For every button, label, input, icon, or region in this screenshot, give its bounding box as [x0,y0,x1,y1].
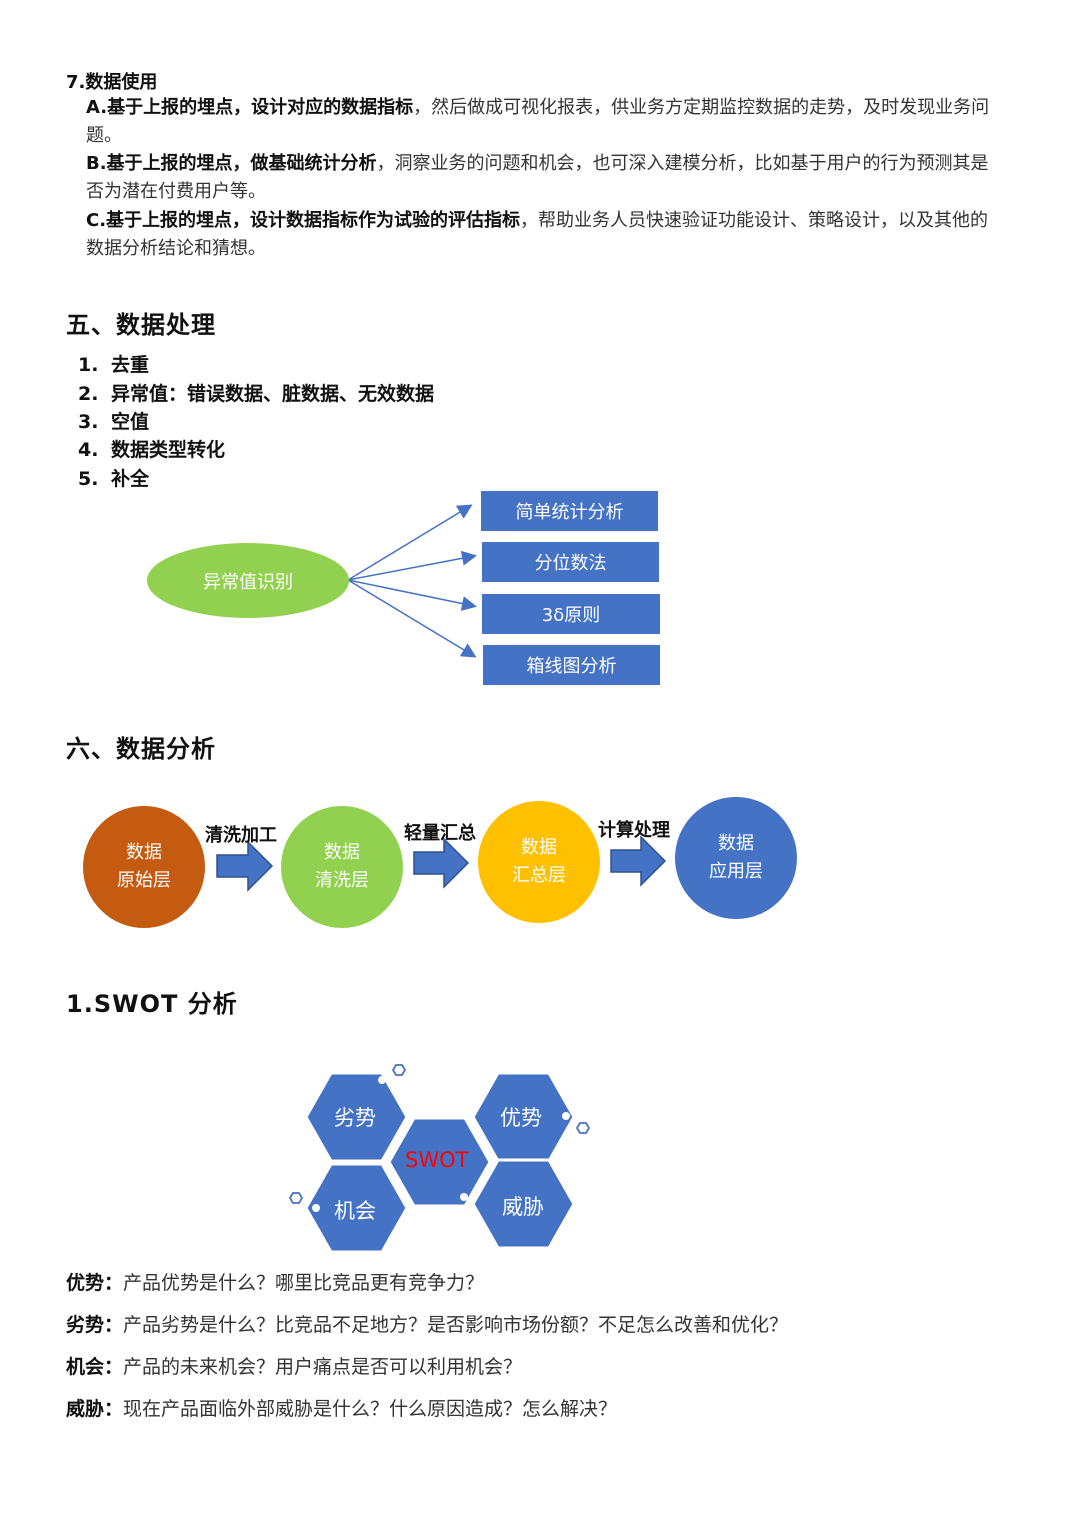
usage-paragraph-c: C.基于上报的埋点，设计数据指标作为试验的评估指标，帮助业务人员快速验证功能设计… [86,207,1006,263]
swot-question-strength: 优势：产品优势是什么？哪里比竞品更有竞争力？ [66,1272,485,1294]
method-simple-statistics: 简单统计分析 [481,491,658,531]
swot-question-threat: 威胁：现在产品面临外部威胁是什么？什么原因造成？怎么解决？ [66,1398,618,1420]
method-quantile: 分位数法 [482,542,659,582]
list-item: 3.空值 [78,411,150,433]
list-item: 4.数据类型转化 [78,439,226,461]
small-hex-decor [288,1192,304,1204]
flow-step-compute-label: 计算处理 [598,820,670,841]
flow-node-raw: 数据原始层 [83,806,205,928]
list-item: 1.去重 [78,354,150,376]
usage-c-text: ，帮助业务人员快速验证功能设计、策略设计，以及其他的数据分析结论和猜想。 [86,210,989,259]
usage-b-text: ，洞察业务的问题和机会，也可深入建模分析，比如基于用户的行为预测其是否为潜在付费… [86,153,989,202]
swot-heading: 1.SWOT 分析 [66,990,238,1018]
hex-weakness-label: 劣势 [334,1106,376,1130]
section-6-heading: 六、数据分析 [66,735,216,763]
small-hex-decor [575,1122,591,1134]
hex-threat-label: 威胁 [502,1195,544,1219]
outlier-detection-node: 异常值识别 [147,543,349,618]
flow-node-application: 数据应用层 [675,797,797,919]
hex-weakness [304,1071,409,1163]
hex-opportunity-label: 机会 [334,1199,376,1223]
flow-node-summary: 数据汇总层 [478,801,600,923]
method-three-sigma: 3δ原则 [482,594,660,634]
swot-hexagons [288,1064,591,1254]
section-5-heading: 五、数据处理 [66,311,216,339]
usage-a-bold: A.基于上报的埋点，设计对应的数据指标 [86,97,414,118]
section-7-title: 7.数据使用 [66,72,158,93]
flow-arrow-3 [610,835,667,887]
outlier-arrows [347,504,477,658]
list-item: 5.补全 [78,468,150,490]
method-boxplot: 箱线图分析 [483,645,660,685]
list-item: 2.异常值：错误数据、脏数据、无效数据 [78,383,435,405]
flow-arrow-2 [413,837,470,889]
flow-arrow-1 [216,840,274,892]
usage-paragraph-a: A.基于上报的埋点，设计对应的数据指标，然后做成可视化报表，供业务方定期监控数据… [86,94,1006,150]
usage-a-text: ，然后做成可视化报表，供业务方定期监控数据的走势，及时发现业务问题。 [86,97,990,146]
hex-opportunity [304,1162,409,1254]
swot-question-opportunity: 机会：产品的未来机会？用户痛点是否可以利用机会？ [66,1356,523,1378]
usage-c-bold: C.基于上报的埋点，设计数据指标作为试验的评估指标 [86,210,521,231]
hex-threat [471,1158,576,1250]
hex-center [387,1116,492,1208]
flow-step-clean-label: 清洗加工 [205,825,277,846]
swot-question-weakness: 劣势：产品劣势是什么？比竞品不足地方？是否影响市场份额？不足怎么改善和优化？ [66,1314,789,1336]
hex-strength-label: 优势 [500,1106,542,1130]
flow-arrows [216,835,667,892]
usage-b-bold: B.基于上报的埋点，做基础统计分析 [86,153,377,174]
flow-node-clean: 数据清洗层 [281,806,403,928]
flow-step-summary-label: 轻量汇总 [404,823,476,844]
hex-center-label: SWOT [405,1148,469,1172]
small-hex-decor [391,1064,407,1076]
usage-paragraph-b: B.基于上报的埋点，做基础统计分析，洞察业务的问题和机会，也可深入建模分析，比如… [86,150,1006,206]
